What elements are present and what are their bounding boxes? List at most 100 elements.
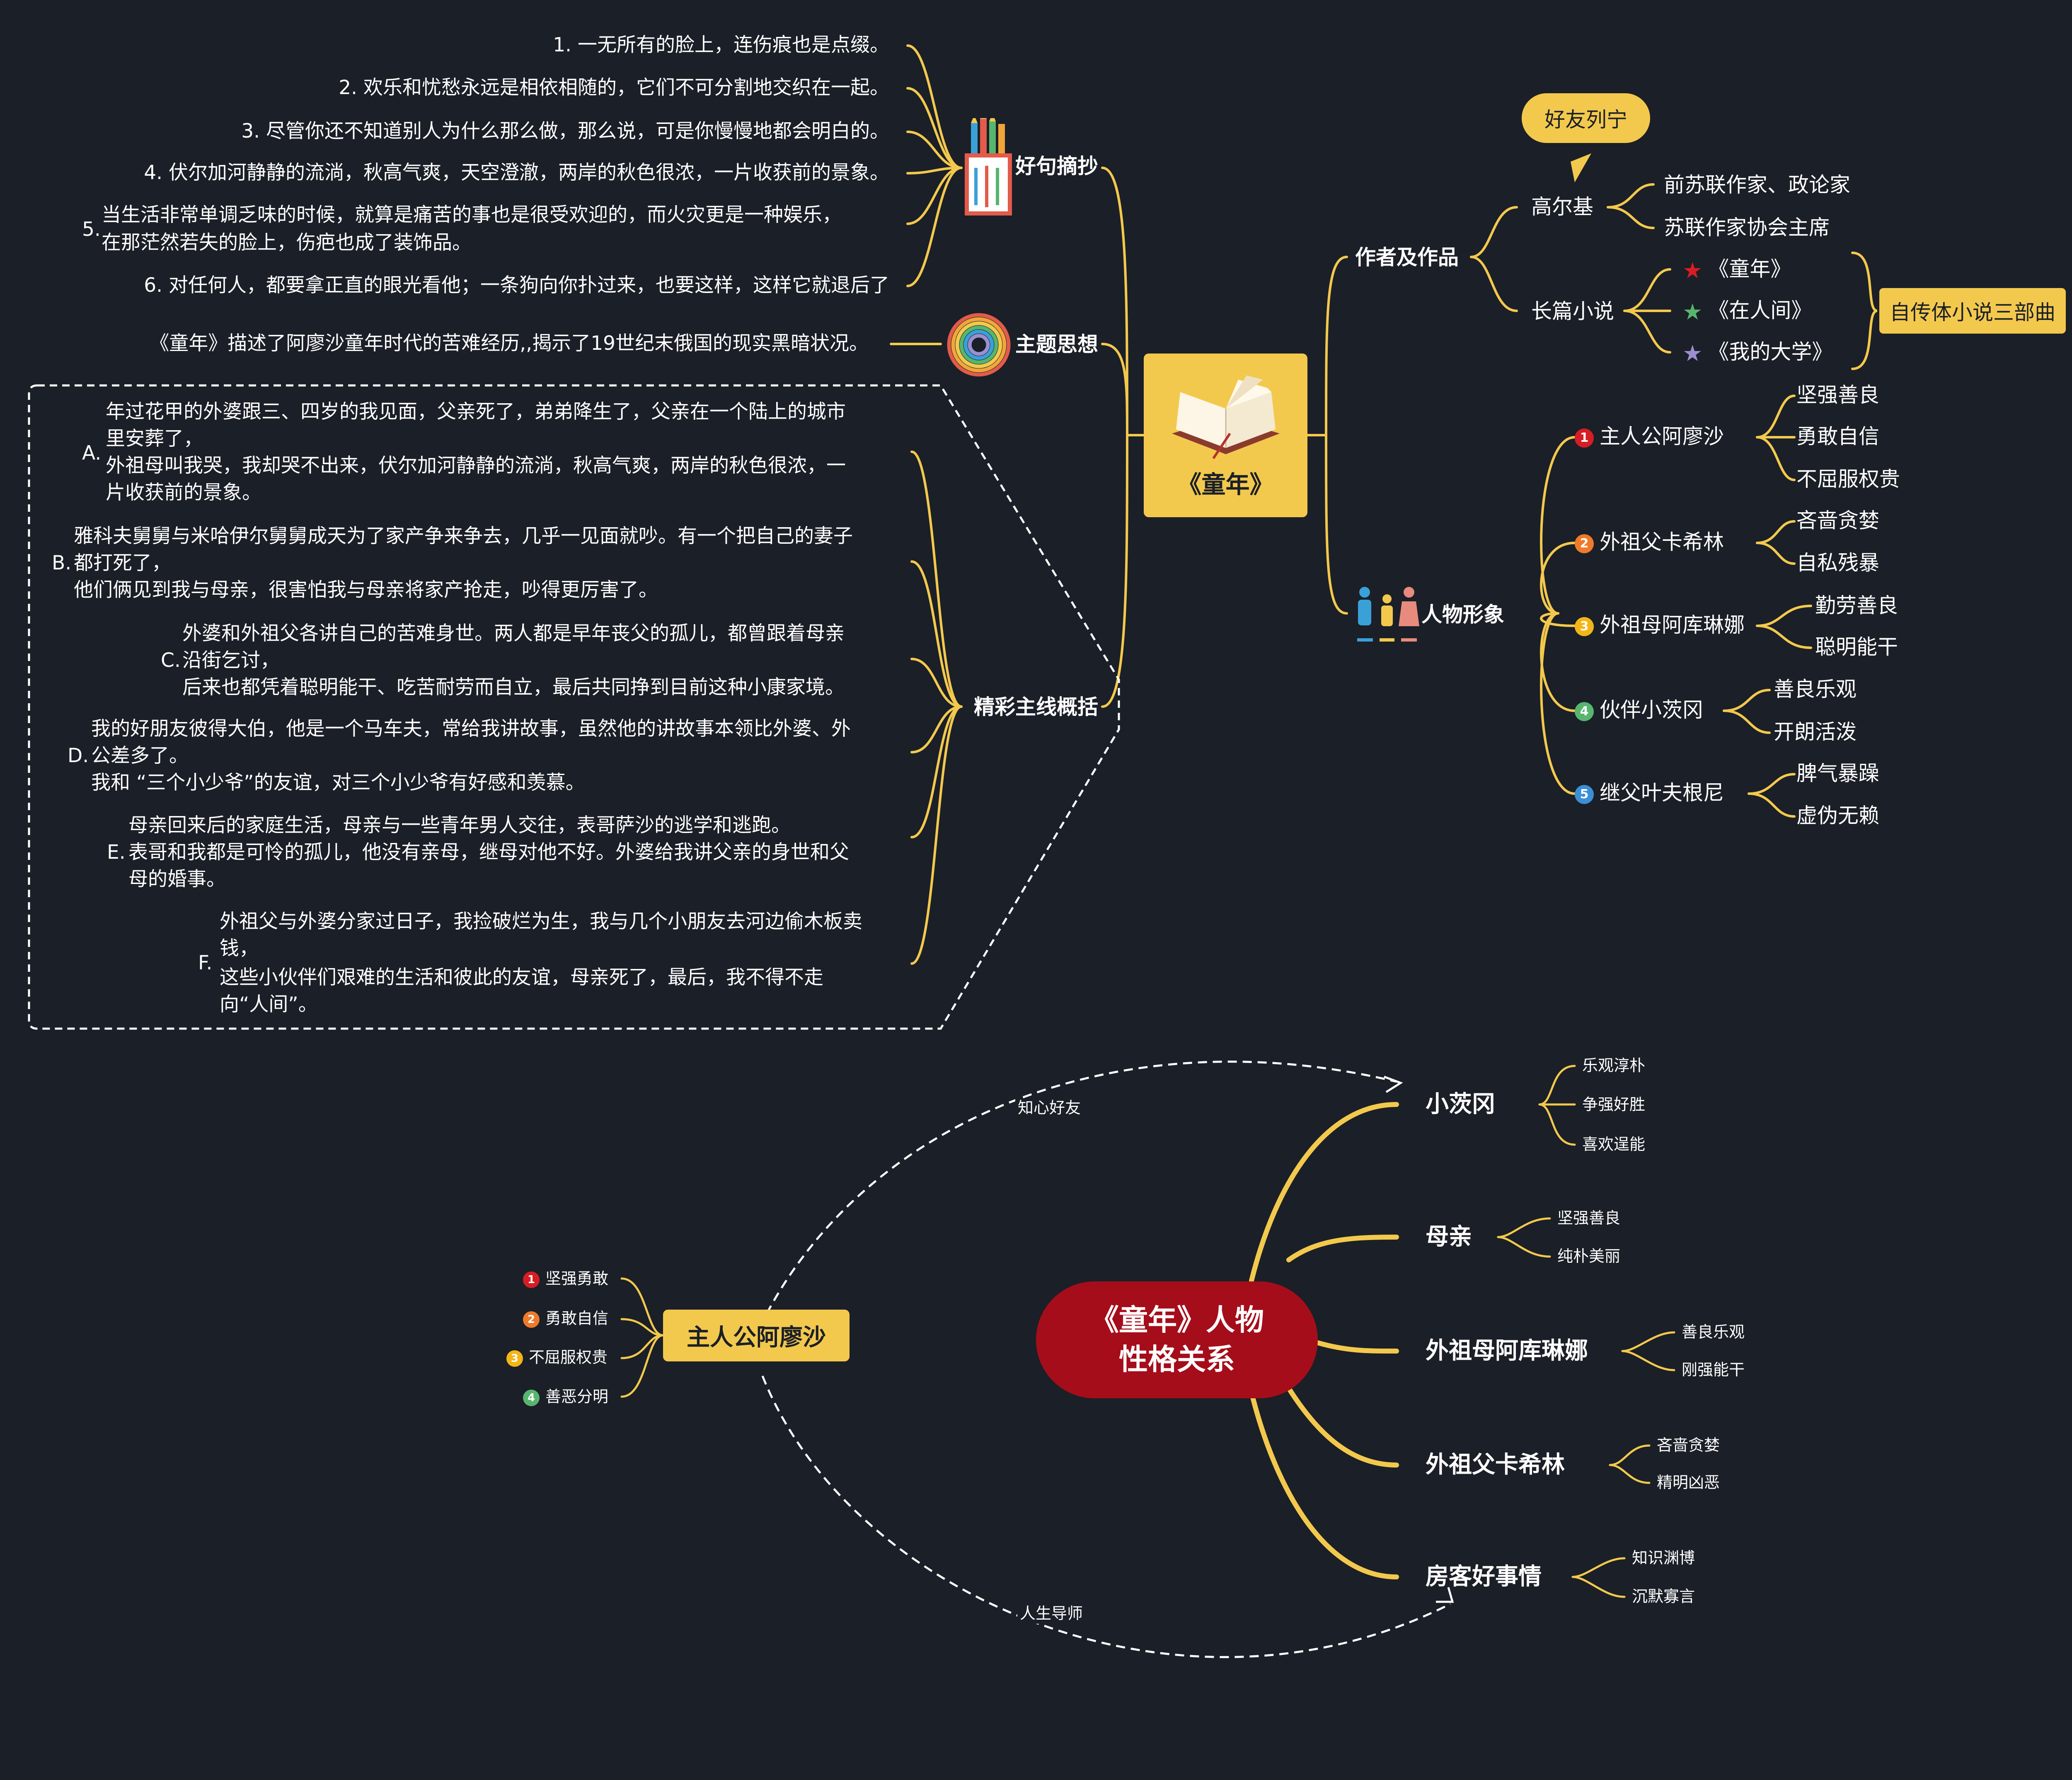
character-trait: 开朗活泼 — [1774, 720, 1857, 744]
friend-callout[interactable]: 好友列宁 — [1522, 93, 1650, 143]
author-title: 前苏联作家、政论家 — [1664, 173, 1850, 197]
character-trait: 勇敢自信 — [1796, 424, 1879, 448]
plot-item-line: 我和 “三个小少爷”的友谊，对三个小少爷有好感和羡慕。 — [91, 771, 585, 794]
characters-label[interactable]: 人物形象 — [1421, 603, 1504, 627]
number-badge-2: 2 — [523, 1311, 540, 1328]
plot-item-line: 向“人间”。 — [220, 993, 318, 1016]
quote-item: 1. 一无所有的脸上，连伤痕也是点缀。 — [553, 34, 889, 56]
plot-item-letter: B. — [52, 552, 72, 574]
character-trait: 聪明能干 — [1815, 635, 1898, 659]
character-trait: 脾气暴躁 — [1796, 761, 1879, 785]
relations-center[interactable]: 《童年》人物 性格关系 — [1036, 1281, 1318, 1398]
plot-item-line: 外祖母叫我哭，我却哭不出来，伏尔加河静静的流淌，秋高气爽，两岸的秋色很浓，一 — [106, 454, 846, 477]
plot-item-letter: F. — [198, 952, 213, 974]
center-title: 《童年》 — [1177, 470, 1274, 499]
character-trait: 自私残暴 — [1796, 551, 1879, 575]
number-badge-3: 3 — [506, 1350, 523, 1367]
relation-trait: 刚强能干 — [1682, 1361, 1745, 1379]
number-badge-5: 5 — [1575, 785, 1594, 804]
link-label-mentor: 人生导师 — [1017, 1604, 1086, 1624]
plot-item-letter: C. — [161, 649, 181, 672]
relation-trait: 沉默寡言 — [1632, 1587, 1695, 1606]
number-badge-4: 4 — [1575, 702, 1594, 721]
number-badge-1: 1 — [1575, 428, 1594, 448]
plot-item-line: 年过花甲的外婆跟三、四岁的我见面，父亲死了，弟弟降生了，父亲在一个陆上的城市 — [106, 400, 846, 423]
character-trait: 虚伪无赖 — [1796, 804, 1879, 828]
relation-trait: 精明凶恶 — [1657, 1473, 1720, 1492]
relation-branch[interactable]: 母亲 — [1426, 1223, 1472, 1250]
green-star-icon: ★ — [1682, 298, 1703, 325]
relation-trait: 吝啬贪婪 — [1657, 1436, 1720, 1454]
relation-branch[interactable]: 外祖母阿库琳娜 — [1426, 1337, 1588, 1364]
plot-item-line: 母的婚事。 — [128, 868, 226, 891]
quote-item-5-number: 5. — [82, 218, 101, 241]
character-trait: 勤劳善良 — [1815, 593, 1898, 618]
quote-item-5-line: 当生活非常单调乏味的时候，就算是痛苦的事也是很受欢迎的，而火灾更是一种娱乐， — [102, 203, 842, 226]
plot-item-line: 外婆和外祖父各讲自己的苦难身世。两人都是早年丧父的孤儿，都曾跟着母亲 — [182, 622, 845, 645]
character-trait: 吝啬贪婪 — [1796, 509, 1879, 533]
plot-item-line: 都打死了， — [74, 552, 171, 574]
plot-item-line: 公差多了。 — [91, 744, 189, 767]
plot-item-letter: D. — [68, 744, 89, 767]
plot-item-letter: A. — [82, 442, 102, 465]
relation-trait: 乐观淳朴 — [1582, 1056, 1646, 1075]
number-badge-2: 2 — [1575, 534, 1594, 553]
character-trait: 善良乐观 — [1774, 677, 1857, 701]
book-icon — [1172, 375, 1280, 459]
plot-item-line: 我的好朋友彼得大伯，他是一个马车夫，常给我讲故事，虽然他的讲故事本领比外婆、外 — [91, 717, 851, 740]
plot-item-line: 里安葬了， — [106, 427, 203, 450]
plot-item-line: 雅科夫舅舅与米哈伊尔舅舅成天为了家产争来争去，几乎一见面就吵。有一个把自己的妻子 — [74, 525, 853, 547]
plot-item-line: 钱， — [220, 937, 259, 960]
character-trait: 不屈服权贵 — [1796, 467, 1900, 491]
novel-item: ★《在人间》 — [1682, 298, 1812, 326]
relation-trait: 喜欢逞能 — [1582, 1135, 1646, 1153]
trilogy-tag[interactable]: 自传体小说三部曲 — [1879, 288, 2066, 334]
relation-trait: 坚强善良 — [1557, 1209, 1621, 1227]
novel-label[interactable]: 长篇小说 — [1531, 299, 1614, 323]
character-trait: 坚强善良 — [1796, 383, 1879, 407]
quote-item: 6. 对任何人，都要拿正直的眼光看他；一条狗向你扑过来，也要这样，这样它就退后了 — [144, 274, 889, 297]
author-label[interactable]: 作者及作品 — [1355, 245, 1459, 269]
relation-branch[interactable]: 外祖父卡希林 — [1426, 1451, 1565, 1478]
novel-item: ★《我的大学》 — [1682, 339, 1832, 367]
hero-node[interactable]: 主人公阿廖沙 — [663, 1310, 850, 1361]
plot-item-letter: E. — [107, 841, 126, 864]
center-node[interactable]: 《童年》 — [1144, 354, 1307, 517]
theme-text: 《童年》描述了阿廖沙童年时代的苦难经历,,揭示了19世纪末俄国的现实黑暗状况。 — [150, 332, 869, 355]
relation-trait: 纯朴美丽 — [1557, 1247, 1621, 1265]
relation-branch[interactable]: 小茨冈 — [1426, 1091, 1495, 1118]
quote-item: 4. 伏尔加河静静的流淌，秋高气爽，天空澄澈，两岸的秋色很浓，一片收获前的景象。 — [144, 161, 889, 184]
rainbow-circle-icon — [947, 313, 1011, 377]
plot-item-line: 他们俩见到我与母亲，很害怕我与母亲将家产抢走，吵得更厉害了。 — [74, 579, 658, 601]
novel-item: ★《童年》 — [1682, 256, 1791, 284]
relation-trait: 善良乐观 — [1682, 1323, 1745, 1341]
plot-item-line: 表哥和我都是可怜的孤儿，他没有亲母，继母对他不好。外婆给我讲父亲的身世和父 — [128, 841, 849, 864]
theme-label[interactable]: 主题思想 — [1015, 332, 1098, 356]
people-icon — [1357, 587, 1419, 642]
quote-item-5-line: 在那茫然若失的脸上，伤疤也成了装饰品。 — [102, 231, 472, 254]
quote-item: 3. 尽管你还不知道别人为什么那么做，那么说，可是你慢慢地都会明白的。 — [241, 120, 889, 143]
quote-item: 2. 欢乐和忧愁永远是相依相随的，它们不可分割地交织在一起。 — [339, 76, 889, 99]
author-name[interactable]: 高尔基 — [1531, 195, 1593, 219]
plot-label[interactable]: 精彩主线概括 — [974, 695, 1098, 719]
red-star-icon: ★ — [1682, 257, 1703, 283]
plot-item-line: 后来也都凭着聪明能干、吃苦耐劳而自立，最后共同挣到目前这种小康家境。 — [182, 676, 845, 699]
quotes-label[interactable]: 好句摘抄 — [1015, 154, 1098, 178]
plot-item-line: 外祖父与外婆分家过日子，我捡破烂为生，我与几个小朋友去河边偷木板卖 — [220, 910, 862, 933]
plot-item-line: 沿街乞讨， — [182, 649, 280, 672]
number-badge-4: 4 — [523, 1389, 540, 1406]
pencil-cup-icon — [965, 118, 1012, 216]
author-title: 苏联作家协会主席 — [1664, 216, 1830, 240]
relation-branch[interactable]: 房客好事情 — [1426, 1563, 1542, 1590]
plot-item-line: 片收获前的景象。 — [106, 481, 261, 504]
plot-item-line: 母亲回来后的家庭生活，母亲与一些青年男人交往，表哥萨沙的逃学和逃跑。 — [128, 814, 791, 837]
